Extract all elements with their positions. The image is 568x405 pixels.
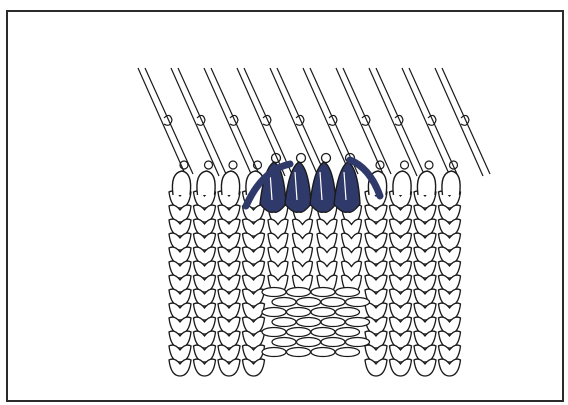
needle-loop bbox=[442, 161, 460, 195]
purl-bump bbox=[287, 348, 311, 357]
purl-bump bbox=[336, 288, 360, 297]
purl-bump bbox=[336, 348, 360, 357]
purl-bump bbox=[321, 318, 345, 327]
highlighted-cable-stitches bbox=[246, 154, 380, 213]
purl-bump bbox=[287, 288, 311, 297]
purl-bump bbox=[311, 348, 335, 357]
purl-bump bbox=[272, 298, 296, 307]
purl-bump bbox=[297, 298, 321, 307]
knitted-fabric bbox=[169, 191, 461, 376]
purl-bump bbox=[287, 308, 311, 317]
needle-loop bbox=[393, 161, 411, 195]
purl-bump bbox=[346, 298, 370, 307]
purl-bump bbox=[336, 308, 360, 317]
purl-bump bbox=[321, 338, 345, 347]
purl-bump bbox=[297, 318, 321, 327]
purl-bump bbox=[262, 288, 286, 297]
purl-bump bbox=[346, 318, 370, 327]
purl-bump bbox=[272, 318, 296, 327]
purl-bump bbox=[272, 338, 296, 347]
purl-bump bbox=[287, 328, 311, 337]
purl-bump bbox=[262, 308, 286, 317]
purl-bump bbox=[321, 298, 345, 307]
purl-bump bbox=[311, 308, 335, 317]
needle-loop bbox=[221, 161, 239, 195]
knitting-needles bbox=[138, 68, 490, 176]
cable-stitch bbox=[310, 154, 336, 213]
purl-bump bbox=[311, 328, 335, 337]
purl-bump bbox=[336, 328, 360, 337]
purl-bump bbox=[311, 288, 335, 297]
needle-loop bbox=[197, 161, 215, 195]
purl-bump bbox=[297, 338, 321, 347]
purl-bump bbox=[262, 328, 286, 337]
purl-bump bbox=[346, 338, 370, 347]
purl-bump bbox=[262, 348, 286, 357]
